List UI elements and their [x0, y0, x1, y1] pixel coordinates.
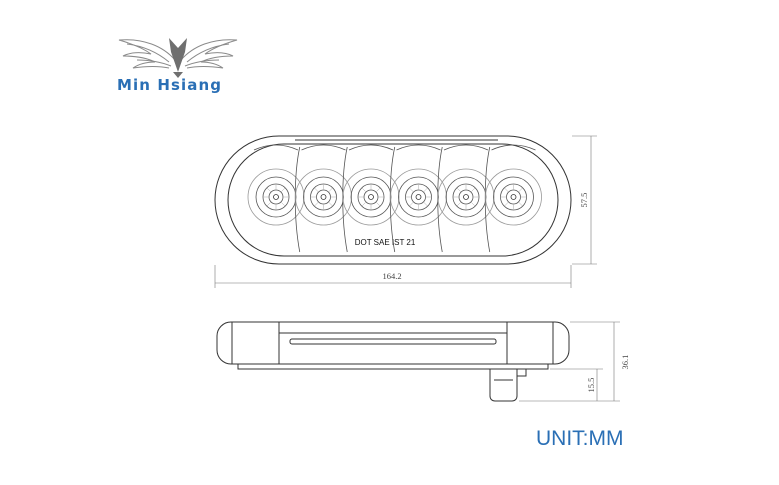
lens-ring: [485, 168, 542, 226]
lens-ring: [493, 176, 534, 218]
lens-scallop: [301, 144, 346, 151]
lens-facet: [456, 187, 462, 193]
lens-facet: [423, 187, 428, 193]
lens-cell: [247, 144, 305, 226]
lens-facet: [423, 201, 428, 207]
lens-group: [247, 144, 542, 253]
unit-label: UNIT:MM: [536, 427, 624, 450]
lens-facet: [314, 187, 319, 193]
lamp-top-view: [214, 135, 572, 265]
lens-facet: [280, 187, 286, 193]
lens-facet: [328, 201, 333, 207]
dimension-width-label: 164.2: [382, 271, 401, 281]
lens-scallop: [348, 144, 394, 151]
lens-cell: [294, 144, 352, 253]
lens-facet: [456, 201, 462, 207]
lens-cell: [437, 144, 495, 253]
lens-ring: [506, 189, 521, 205]
lens-center: [415, 194, 422, 200]
lens-ring: [295, 168, 352, 226]
lens-facet: [361, 201, 367, 207]
lens-ring: [342, 168, 400, 226]
lens-center: [510, 194, 517, 200]
lens-center: [368, 194, 374, 200]
lamp-marking: DOT SAE IST 21: [355, 238, 416, 247]
lens-facet: [266, 187, 272, 193]
lens-cell: [484, 144, 542, 253]
lens-ring: [316, 189, 331, 205]
lens-facet: [409, 201, 414, 207]
dimension-depth-total-label: 36.1: [620, 355, 630, 370]
lens-ring: [398, 176, 439, 218]
lens-cell: [389, 144, 447, 253]
lens-center: [463, 194, 469, 200]
lens-ring: [437, 168, 495, 226]
lens-facet: [504, 187, 509, 193]
lens-facet: [361, 187, 367, 193]
lens-facet: [314, 201, 319, 207]
dimension-lines-top: [214, 135, 597, 288]
lens-center: [273, 194, 279, 200]
lens-facet: [504, 201, 509, 207]
lamp-inner-outline: [227, 143, 559, 257]
lens-ring: [247, 168, 305, 226]
dimension-lines-side: [519, 321, 620, 402]
lens-facet: [409, 187, 414, 193]
lens-ring: [445, 176, 487, 218]
lens-ring: [458, 189, 474, 205]
lens-facet: [375, 201, 381, 207]
lens-ring: [411, 189, 426, 205]
side-body-outline: [216, 321, 570, 365]
lens-ring: [255, 176, 297, 218]
dimension-height-label: 57.5: [579, 193, 589, 208]
lens-ring: [390, 168, 447, 226]
lens-cell: [342, 144, 400, 253]
connector-outline: [489, 369, 518, 402]
lens-scallop: [396, 144, 441, 151]
lens-ring: [303, 176, 344, 218]
lamp-side-view: [216, 321, 570, 402]
lamp-outer-outline: [214, 135, 572, 265]
winged-crest-logo: [118, 38, 238, 78]
lens-facet: [470, 201, 476, 207]
lens-facet: [328, 187, 333, 193]
lens-scallop: [491, 144, 536, 151]
lens-ring: [363, 189, 379, 205]
lens-scallop: [253, 144, 299, 151]
lens-ring: [350, 176, 392, 218]
lens-facet: [375, 187, 381, 193]
lens-ring: [268, 189, 284, 205]
lens-facet: [518, 187, 523, 193]
lens-facet: [470, 187, 476, 193]
lens-facet: [518, 201, 523, 207]
lens-scallop: [443, 144, 489, 151]
brand-name: Min Hsiang: [117, 76, 223, 94]
lens-facet: [280, 201, 286, 207]
lens-center: [320, 194, 327, 200]
dimension-depth-connector-label: 15.5: [586, 378, 596, 393]
lens-facet: [266, 201, 272, 207]
